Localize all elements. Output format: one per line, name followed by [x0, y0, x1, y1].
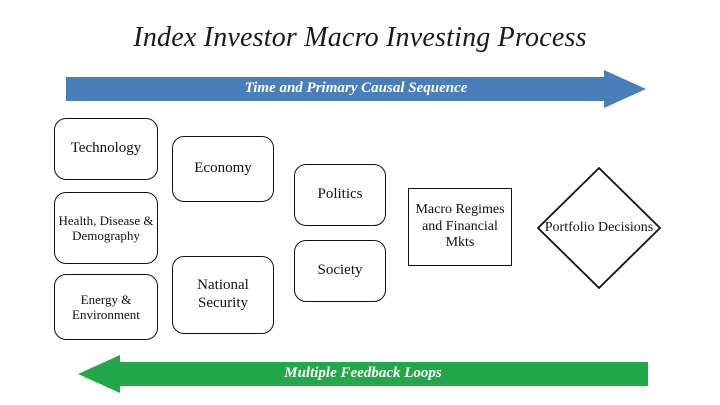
time-sequence-arrow: Time and Primary Causal Sequence	[66, 70, 646, 108]
node-health-disease-demography[interactable]: Health, Disease & Demography	[54, 192, 158, 264]
page-title: Index Investor Macro Investing Process	[133, 22, 587, 53]
arrow-head-right-icon	[604, 70, 646, 108]
node-politics[interactable]: Politics	[294, 164, 386, 226]
node-technology[interactable]: Technology	[54, 118, 158, 180]
diamond-shape-icon	[536, 166, 662, 290]
node-national-security[interactable]: National Security	[172, 256, 274, 334]
node-economy[interactable]: Economy	[172, 136, 274, 202]
arrow-head-left-icon	[78, 355, 120, 393]
node-macro-regimes-financial-mkts[interactable]: Macro Regimes and Financial Mkts	[408, 188, 512, 266]
arrow-shaft	[66, 77, 604, 101]
node-society[interactable]: Society	[294, 240, 386, 302]
node-portfolio-decisions[interactable]: Portfolio Decisions	[536, 166, 662, 290]
node-portfolio-decisions-label: Portfolio Decisions	[544, 219, 654, 235]
arrow-shaft	[120, 362, 648, 386]
node-energy-environment[interactable]: Energy & Environment	[54, 274, 158, 340]
feedback-loops-arrow: Multiple Feedback Loops	[78, 355, 648, 393]
